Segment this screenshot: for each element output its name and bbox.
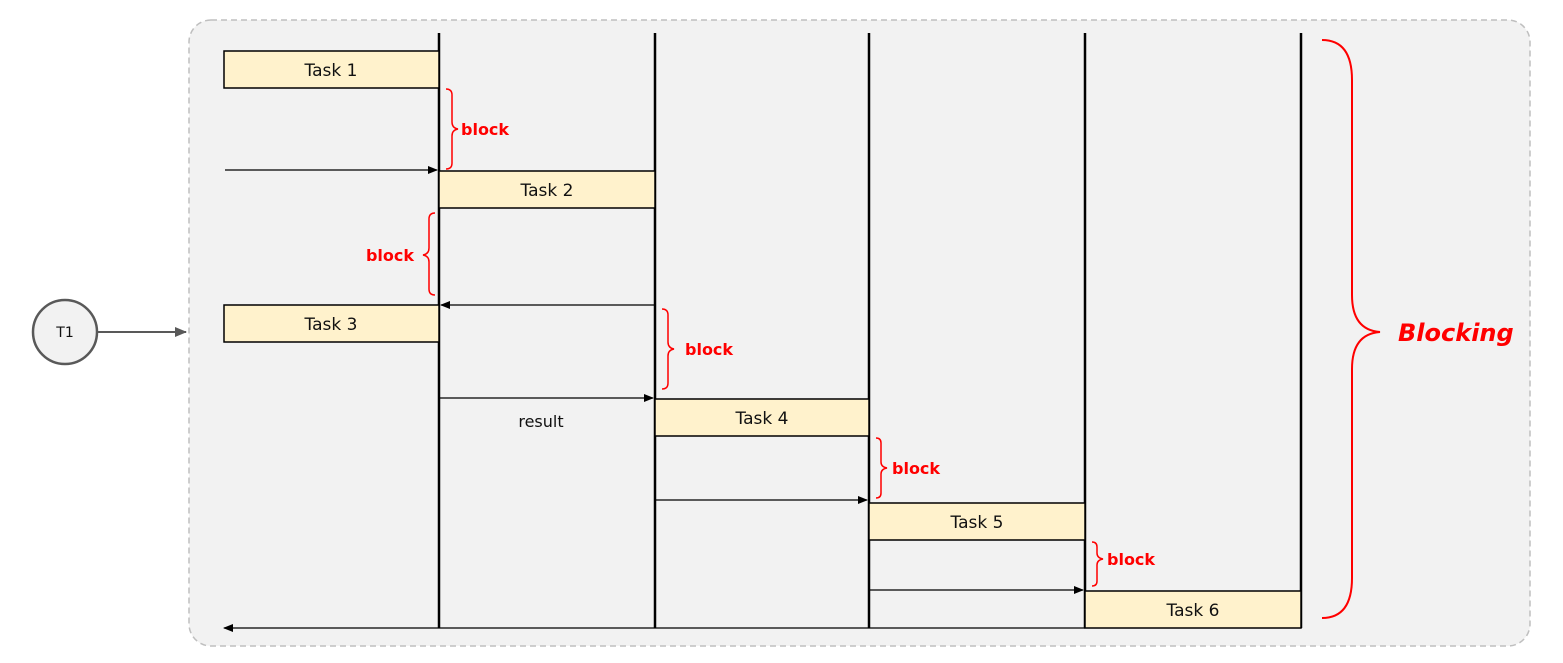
thread-label: T1 — [55, 325, 73, 341]
task-box: Task 5 — [868, 502, 1086, 541]
block-label: block — [366, 246, 414, 265]
task-box: Task 2 — [438, 170, 656, 209]
block-brace — [1091, 541, 1104, 587]
task-label: Task 5 — [950, 513, 1004, 533]
block-label: block — [461, 120, 509, 139]
block-brace — [875, 437, 888, 499]
task-label: Task 6 — [1166, 601, 1220, 621]
block-brace — [445, 88, 459, 170]
task-label: Task 4 — [735, 409, 789, 429]
result-label: result — [518, 412, 563, 431]
block-brace — [661, 308, 675, 390]
block-brace — [422, 212, 436, 296]
task-box: Task 6 — [1084, 590, 1302, 629]
task-box: Task 4 — [654, 398, 870, 437]
blocking-brace — [1321, 39, 1381, 619]
task-box: Task 3 — [223, 304, 440, 343]
block-label: block — [892, 459, 940, 478]
thread-node: T1 — [31, 298, 99, 366]
task-label: Task 1 — [304, 61, 358, 81]
block-label: block — [1107, 550, 1155, 569]
blocking-label: Blocking — [1398, 319, 1514, 347]
task-label: Task 2 — [520, 181, 574, 201]
block-label: block — [685, 340, 733, 359]
task-box: Task 1 — [223, 50, 440, 89]
task-label: Task 3 — [304, 315, 358, 335]
